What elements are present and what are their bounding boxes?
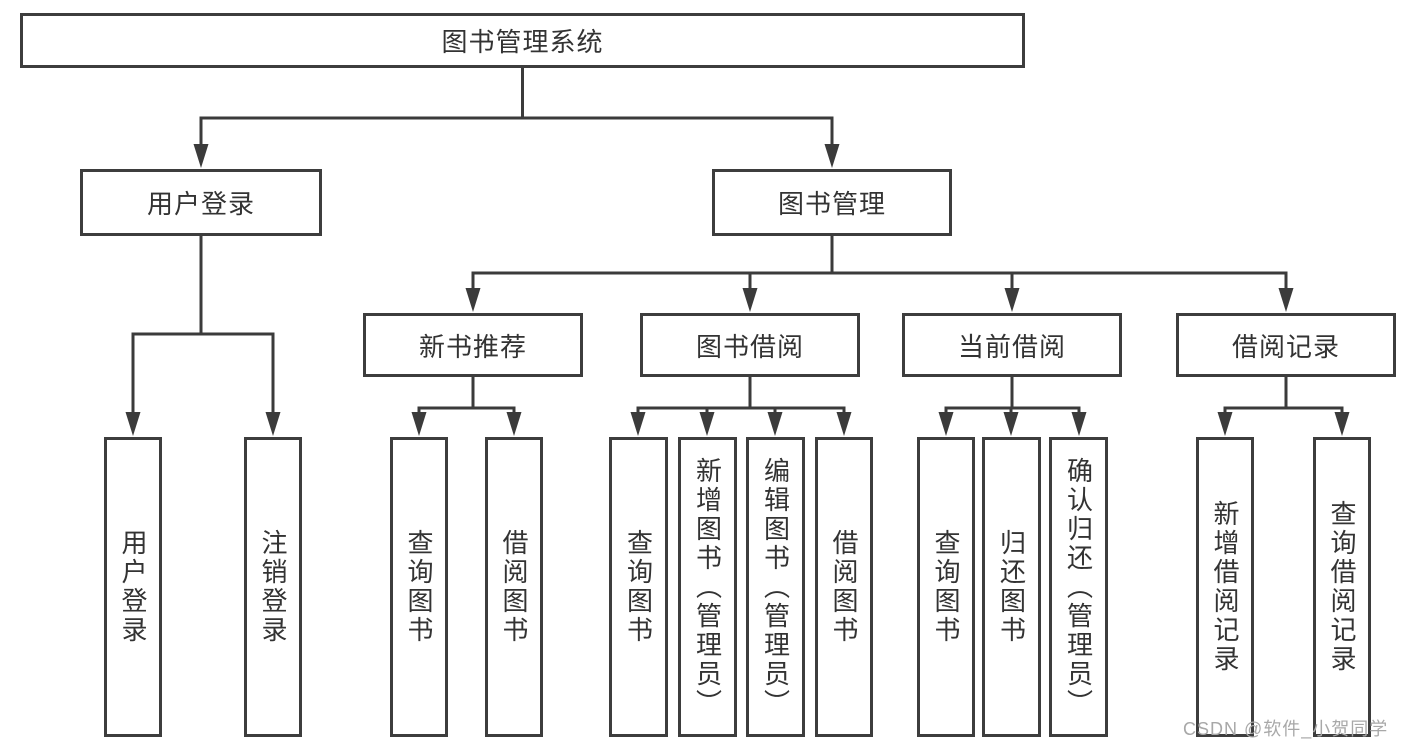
leaf-current-confirm-return-admin: 确认归还（管理员） [1049,437,1108,737]
leaf-records-query-record-label: 查询借阅记录 [1327,500,1357,674]
leaf-borrow-add-books-admin: 新增图书（管理员） [678,437,737,737]
arrow-down-icon [938,412,954,436]
arrow-down-icon [1004,288,1020,312]
node-user-login-label: 用户登录 [146,189,255,219]
arrow-down-icon [506,412,522,436]
arrow-down-icon [465,288,481,312]
leaf-current-return-books-label: 归还图书 [996,529,1027,645]
arrow-down-icon [836,412,852,436]
leaf-newbook-query-books: 查询图书 [390,437,448,737]
arrow-down-icon [742,288,758,312]
node-user-login: 用户登录 [80,169,322,236]
connector-root-to-level1 [199,68,834,146]
leaf-newbook-borrow-books-label: 借阅图书 [499,529,529,645]
node-borrow-records-label: 借阅记录 [1231,331,1340,362]
leaf-records-add-record: 新增借阅记录 [1196,437,1254,737]
leaf-borrow-add-books-admin-label: 新增图书（管理员） [692,456,723,718]
arrow-down-icon [699,412,715,436]
leaf-current-query-books: 查询图书 [917,437,975,737]
arrow-down-icon [1003,412,1019,436]
arrow-down-icon [630,412,646,436]
leaf-borrow-borrow-books-label: 借阅图书 [829,529,859,645]
arrow-down-icon [1071,412,1087,436]
node-current-borrow: 当前借阅 [902,313,1122,377]
arrow-down-icon [411,412,427,436]
node-root-label: 图书管理系统 [441,27,604,57]
node-book-borrow: 图书借阅 [640,313,860,377]
leaf-user-login: 用户登录 [104,437,162,737]
leaf-current-confirm-return-admin-label: 确认归还（管理员） [1063,456,1094,718]
leaf-current-return-books: 归还图书 [982,437,1041,737]
arrowheads [125,144,1350,436]
node-current-borrow-label: 当前借阅 [957,331,1066,362]
node-new-book-recommend-label: 新书推荐 [418,331,527,362]
leaf-user-login-label: 用户登录 [118,529,148,645]
arrow-down-icon [767,412,783,436]
node-root: 图书管理系统 [20,13,1025,68]
node-book-management: 图书管理 [712,169,952,236]
leaf-borrow-edit-books-admin: 编辑图书（管理员） [746,437,805,737]
arrow-down-icon [1278,288,1294,312]
node-borrow-records: 借阅记录 [1176,313,1396,377]
leaf-borrow-query-books-label: 查询图书 [623,529,654,645]
leaf-logout-label: 注销登录 [258,529,288,645]
arrow-down-icon [1334,412,1350,436]
leaf-current-query-books-label: 查询图书 [931,529,961,645]
arrow-down-icon [1217,412,1233,436]
leaf-records-query-record: 查询借阅记录 [1313,437,1371,737]
leaf-records-add-record-label: 新增借阅记录 [1210,500,1240,674]
watermark: CSDN @软件_小贺同学 [1183,719,1389,739]
node-new-book-recommend: 新书推荐 [363,313,583,377]
connector-bookborrow-to-children [636,377,846,414]
leaf-newbook-borrow-books: 借阅图书 [485,437,543,737]
leaf-borrow-edit-books-admin-label: 编辑图书（管理员） [760,456,791,718]
arrow-down-icon [193,144,209,168]
connector-newbook-to-children [417,377,516,414]
leaf-newbook-query-books-label: 查询图书 [404,529,434,645]
node-book-management-label: 图书管理 [777,189,886,219]
connector-book-mgmt-to-level2 [471,236,1288,291]
leaf-logout: 注销登录 [244,437,302,737]
arrow-down-icon [265,412,281,436]
arrow-down-icon [125,412,141,436]
leaf-borrow-borrow-books: 借阅图书 [815,437,873,737]
connector-currentborrow-to-children [944,377,1081,414]
arrow-down-icon [824,144,840,168]
connector-records-to-children [1223,377,1344,414]
connector-user-login-to-children [131,236,275,414]
node-book-borrow-label: 图书借阅 [695,331,804,362]
leaf-borrow-query-books: 查询图书 [609,437,668,737]
